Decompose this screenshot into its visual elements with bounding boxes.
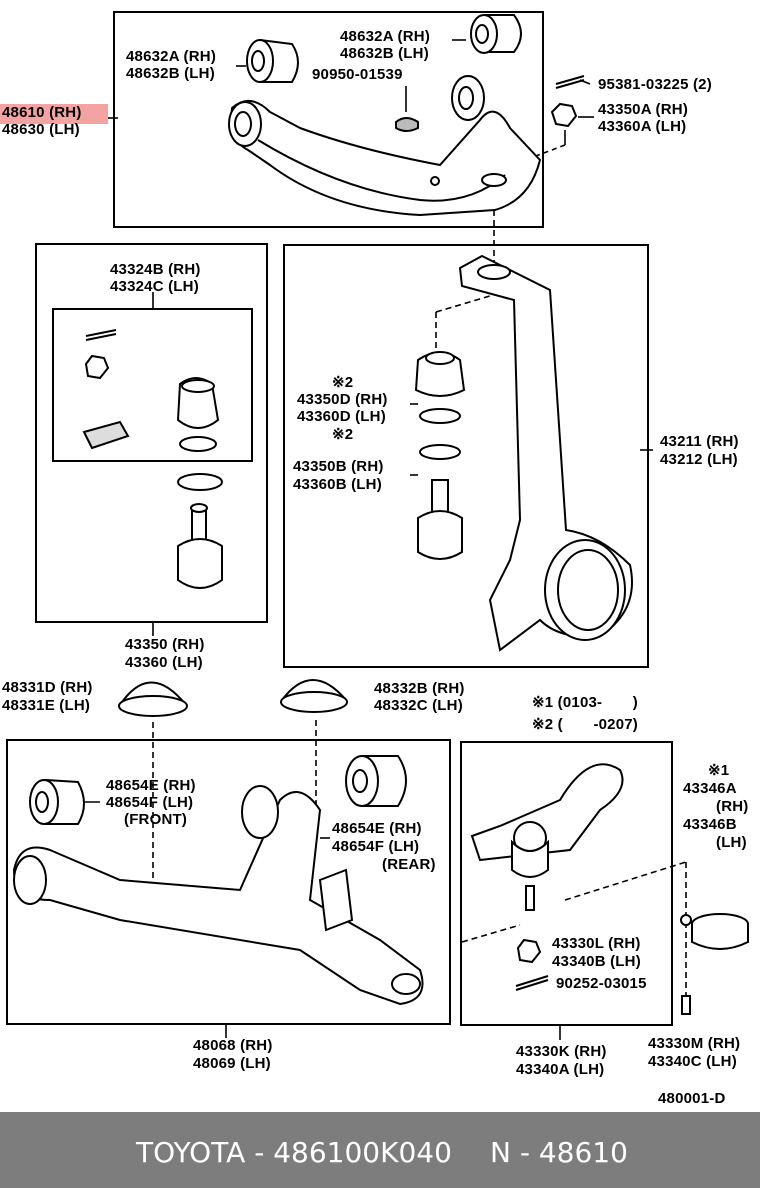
part-label-43330l-rh: 43330L (RH) bbox=[552, 935, 641, 952]
upper-arm-frame bbox=[113, 11, 544, 228]
part-label-48632a-rh-right: 48632A (RH) bbox=[340, 28, 431, 45]
part-label-48654f-lh-rear: 48654F (LH) bbox=[332, 838, 420, 855]
figure-code: 480001-D bbox=[658, 1090, 726, 1107]
part-label-90950-01539: 90950-01539 bbox=[312, 66, 403, 83]
part-label-43330k-rh: 43330K (RH) bbox=[516, 1043, 607, 1060]
part-label-43346a: 43346A bbox=[683, 780, 737, 797]
footer-bar bbox=[0, 1112, 760, 1188]
footer-part-number: TOYOTA - 486100K040 bbox=[136, 1136, 452, 1169]
part-label-43350-rh: 43350 (RH) bbox=[125, 636, 205, 653]
part-label-48632a-rh-left: 48632A (RH) bbox=[126, 48, 217, 65]
part-label-48632b-lh-right: 48632B (LH) bbox=[340, 45, 429, 62]
note-mark-2-upper: ※2 bbox=[332, 374, 354, 391]
part-label-48654f-lh-front: 48654F (LH) bbox=[106, 794, 194, 811]
footer-reference: N - 48610 bbox=[490, 1136, 628, 1169]
part-label-48332b-rh: 48332B (RH) bbox=[374, 680, 465, 697]
part-label-48332c-lh: 48332C (LH) bbox=[374, 697, 463, 714]
upper-ball-joint-frame bbox=[35, 243, 268, 623]
part-label-43211-rh: 43211 (RH) bbox=[660, 433, 739, 450]
part-label-43212-lh: 43212 (LH) bbox=[660, 451, 738, 468]
part-label-43340b-lh: 43340B (LH) bbox=[552, 953, 641, 970]
part-label-43340c-lh: 43340C (LH) bbox=[648, 1053, 737, 1070]
ball-joint-kit-inner-frame bbox=[52, 308, 253, 462]
part-label-43324c-lh: 43324C (LH) bbox=[110, 278, 199, 295]
lower-arm-frame bbox=[6, 739, 451, 1025]
part-label-43346b: 43346B bbox=[683, 816, 737, 833]
part-label-48331e-lh: 48331E (LH) bbox=[2, 697, 91, 714]
rear-note: (REAR) bbox=[382, 856, 436, 873]
part-label-43360a-lh: 43360A (LH) bbox=[598, 118, 687, 135]
part-label-43330m-rh: 43330M (RH) bbox=[648, 1035, 741, 1052]
part-label-48610-rh: 48610 (RH) bbox=[2, 104, 82, 121]
parts-illustration bbox=[12, 14, 749, 1040]
note-mark-1: ※1 bbox=[708, 762, 730, 779]
part-label-43350a-rh: 43350A (RH) bbox=[598, 101, 689, 118]
part-label-43360-lh: 43360 (LH) bbox=[125, 654, 203, 671]
part-label-95381-03225: 95381-03225 (2) bbox=[598, 76, 712, 93]
range-note-1: ※1 (0103- ) bbox=[532, 694, 639, 711]
part-label-48068-rh: 48068 (RH) bbox=[193, 1037, 273, 1054]
front-note: (FRONT) bbox=[124, 811, 188, 828]
part-label-48632b-lh-left: 48632B (LH) bbox=[126, 65, 215, 82]
part-label-90252-03015: 90252-03015 bbox=[556, 975, 647, 992]
part-label-48331d-rh: 48331D (RH) bbox=[2, 679, 93, 696]
part-label-48654e-rh-front: 48654E (RH) bbox=[106, 777, 196, 794]
part-label-48630-lh: 48630 (LH) bbox=[2, 121, 80, 138]
part-label-43350d-rh: 43350D (RH) bbox=[297, 391, 388, 408]
part-label-48069-lh: 48069 (LH) bbox=[193, 1055, 271, 1072]
part-label-48654e-rh-rear: 48654E (RH) bbox=[332, 820, 422, 837]
part-label-43346b-side: (LH) bbox=[716, 834, 747, 851]
knuckle-frame bbox=[283, 244, 649, 668]
part-label-43346a-side: (RH) bbox=[716, 798, 749, 815]
part-label-43360b-lh: 43360B (LH) bbox=[293, 476, 382, 493]
highlight-marker bbox=[0, 104, 108, 124]
part-label-43324b-rh: 43324B (RH) bbox=[110, 261, 201, 278]
range-note-2: ※2 ( -0207) bbox=[532, 716, 639, 733]
part-label-43340a-lh: 43340A (LH) bbox=[516, 1061, 605, 1078]
part-label-43360d-lh: 43360D (LH) bbox=[297, 408, 386, 425]
part-label-43350b-rh: 43350B (RH) bbox=[293, 458, 384, 475]
lower-ball-joint-frame bbox=[460, 741, 673, 1026]
note-mark-2-lower: ※2 bbox=[332, 426, 354, 443]
